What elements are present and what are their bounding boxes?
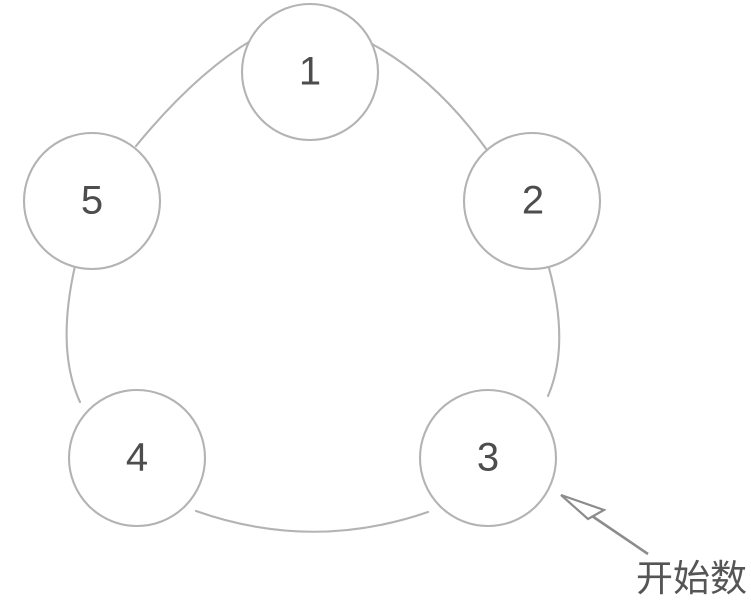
node-5-circle[interactable] xyxy=(22,131,162,271)
node-group: 1 2 3 4 5 xyxy=(22,2,602,528)
node-4-circle[interactable] xyxy=(67,388,207,528)
node-3-label: 3 xyxy=(477,436,499,480)
node-3-circle[interactable] xyxy=(418,388,558,528)
edge-4-to-5 xyxy=(65,264,82,404)
pointer-line xyxy=(591,514,649,556)
edge-5-to-1 xyxy=(134,38,254,148)
node-1-label: 1 xyxy=(299,50,321,94)
edge-group xyxy=(65,38,561,533)
node-1-circle[interactable] xyxy=(240,2,380,142)
pointer-arrowhead-icon xyxy=(560,493,607,521)
node-5[interactable]: 5 xyxy=(22,131,162,271)
edge-1-to-2 xyxy=(370,42,489,152)
node-4[interactable]: 4 xyxy=(67,388,207,528)
annotation-pointer xyxy=(560,493,649,556)
node-1[interactable]: 1 xyxy=(240,2,380,142)
node-2-label: 2 xyxy=(522,179,544,223)
node-4-label: 4 xyxy=(126,436,148,480)
node-5-label: 5 xyxy=(81,179,103,223)
node-2-circle[interactable] xyxy=(462,131,602,271)
edge-2-to-3 xyxy=(546,266,561,398)
node-3[interactable]: 3 xyxy=(418,388,558,528)
edge-3-to-4 xyxy=(194,509,430,533)
node-2[interactable]: 2 xyxy=(462,131,602,271)
annotation-label: 开始数 xyxy=(636,558,747,599)
